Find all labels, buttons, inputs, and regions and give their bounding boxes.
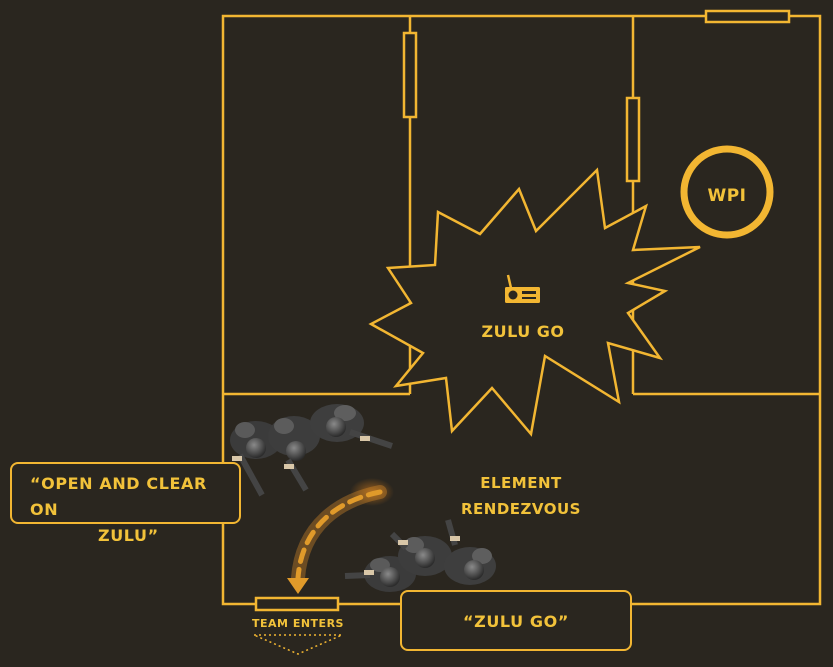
window [704,9,791,24]
operator [230,421,282,497]
operator [444,519,496,585]
wpi-marker [680,145,774,239]
burst-label: ZULU GO [481,322,564,341]
doors [254,9,791,612]
operator-team-bottom [344,519,496,592]
movement-arrow [287,478,394,594]
callout-right-text: “ZULU GO” [463,612,569,631]
operator [310,404,393,449]
entry-door [254,596,340,612]
operator-team-top [230,404,393,497]
rendezvous-label-line2: RENDEZVOUS [461,500,581,518]
entry-indicator [253,634,343,655]
radio-icon [505,274,540,303]
operator [268,416,320,492]
callout-left-line1: “OPEN AND CLEAR ON [30,474,207,519]
callout-left-line2: ZULU” [98,526,159,545]
door [402,31,418,119]
operator [389,531,452,576]
callout-open-and-clear: “OPEN AND CLEAR ON ZULU” [10,462,241,545]
wpi-label: WPI [707,186,746,206]
door [625,96,641,183]
rendezvous-label-line1: ELEMENT [480,474,562,492]
callout-zulu-go: “ZULU GO” [400,590,632,651]
entry-label: TEAM ENTERS [252,617,344,630]
